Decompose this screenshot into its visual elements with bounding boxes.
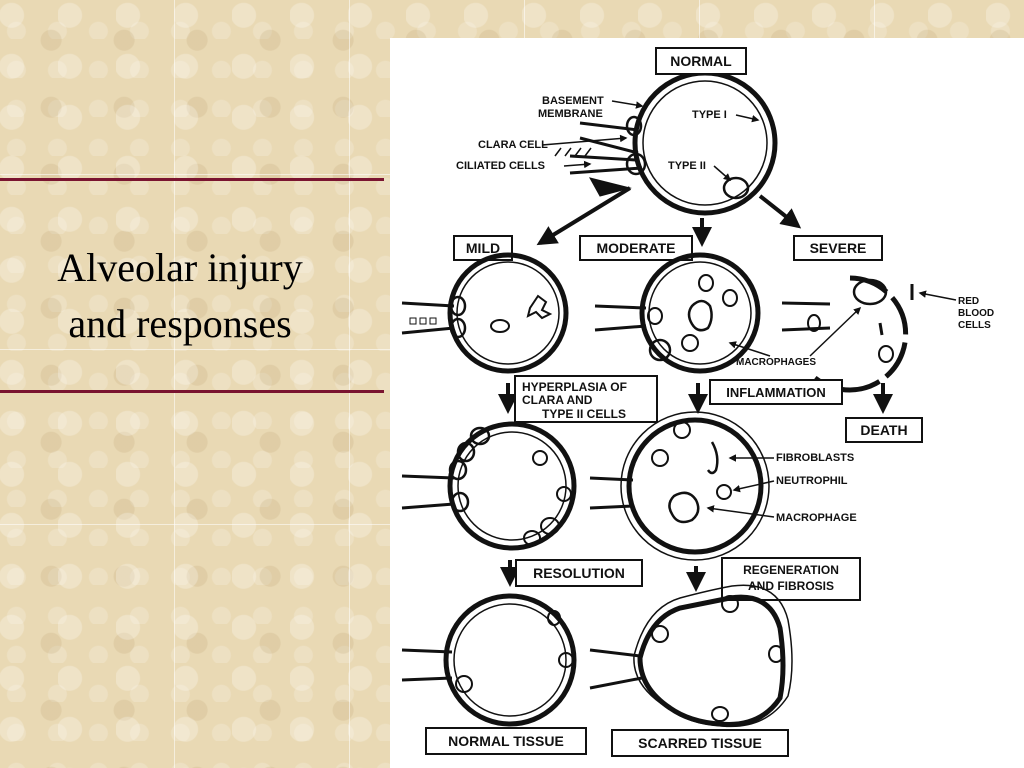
normal-alveolus xyxy=(554,70,778,216)
label-fibroblasts: FIBROBLASTS xyxy=(776,452,854,464)
slide-title-line-2: and responses xyxy=(68,301,292,346)
label-basement-2: MEMBRANE xyxy=(538,108,603,120)
svg-text:TYPE II CELLS: TYPE II CELLS xyxy=(542,407,626,421)
normal-tissue-box: NORMAL TISSUE xyxy=(425,727,587,755)
svg-text:CLARA AND: CLARA AND xyxy=(522,393,593,407)
svg-text:DEATH: DEATH xyxy=(860,422,907,438)
label-macrophages: MACROPHAGES xyxy=(736,357,816,368)
label-ciliated-cells: CILIATED CELLS xyxy=(456,160,545,172)
label-red-1: RED xyxy=(958,296,979,307)
label-neutrophil: NEUTROPHIL xyxy=(776,475,848,487)
svg-text:AND FIBROSIS: AND FIBROSIS xyxy=(748,579,834,593)
label-red-2: BLOOD xyxy=(958,308,994,319)
svg-text:NORMAL TISSUE: NORMAL TISSUE xyxy=(448,733,564,749)
hyperplasia-box: HYPERPLASIA OF CLARA AND TYPE II CELLS xyxy=(514,375,658,423)
label-red-3: CELLS xyxy=(958,320,991,331)
title-top-rule xyxy=(0,178,384,181)
svg-text:SEVERE: SEVERE xyxy=(810,240,867,256)
title-bottom-rule xyxy=(0,390,384,393)
slide-title-line-1: Alveolar injury xyxy=(57,245,303,290)
svg-text:MODERATE: MODERATE xyxy=(596,240,675,256)
moderate-alveolus xyxy=(594,252,761,374)
pointers-row3 xyxy=(706,454,775,518)
svg-text:SCARRED TISSUE: SCARRED TISSUE xyxy=(638,735,762,751)
severe-box: SEVERE xyxy=(793,235,883,261)
slide-title: Alveolar injury and responses xyxy=(10,240,350,352)
svg-text:INFLAMMATION: INFLAMMATION xyxy=(726,385,825,400)
pointer-red-blood-cells xyxy=(918,290,957,301)
moderate-box: MODERATE xyxy=(579,235,693,261)
label-type-1: TYPE I xyxy=(692,109,727,121)
death-box: DEATH xyxy=(845,417,923,443)
severe-alveolus xyxy=(781,275,914,393)
label-macrophage: MACROPHAGE xyxy=(776,512,857,524)
label-basement-1: BASEMENT xyxy=(542,95,604,107)
svg-text:RESOLUTION: RESOLUTION xyxy=(533,565,625,581)
normal-tissue-alveolus xyxy=(401,593,577,727)
regeneration-box: REGENERATION AND FIBROSIS xyxy=(721,557,861,601)
label-type-2: TYPE II xyxy=(668,160,706,172)
svg-text:HYPERPLASIA OF: HYPERPLASIA OF xyxy=(522,380,627,394)
scarred-tissue-box: SCARRED TISSUE xyxy=(611,729,789,757)
mild-alveolus xyxy=(401,252,569,374)
svg-text:MILD: MILD xyxy=(466,240,500,256)
svg-text:REGENERATION: REGENERATION xyxy=(743,563,839,577)
pointers-macrophages xyxy=(728,306,862,357)
inflammation-box: INFLAMMATION xyxy=(709,379,843,405)
normal-pointers xyxy=(541,100,760,181)
resolution-box: RESOLUTION xyxy=(515,559,643,587)
hyperplasia-alveolus xyxy=(401,421,577,551)
alveolar-injury-diagram: NORMAL BASEMENT MEMBRANE CLARA CELL CILI… xyxy=(390,38,1024,768)
scarred-tissue-alveolus xyxy=(589,584,793,728)
arrows-row3-to-row4 xyxy=(500,560,706,592)
normal-box: NORMAL xyxy=(655,47,747,75)
label-clara-cell: CLARA CELL xyxy=(478,139,548,151)
svg-text:NORMAL: NORMAL xyxy=(670,53,732,69)
arrows-row2-to-row3 xyxy=(498,383,893,414)
mild-box: MILD xyxy=(453,235,513,261)
inflammation-alveolus xyxy=(589,411,770,561)
arrows-from-normal xyxy=(536,186,802,247)
